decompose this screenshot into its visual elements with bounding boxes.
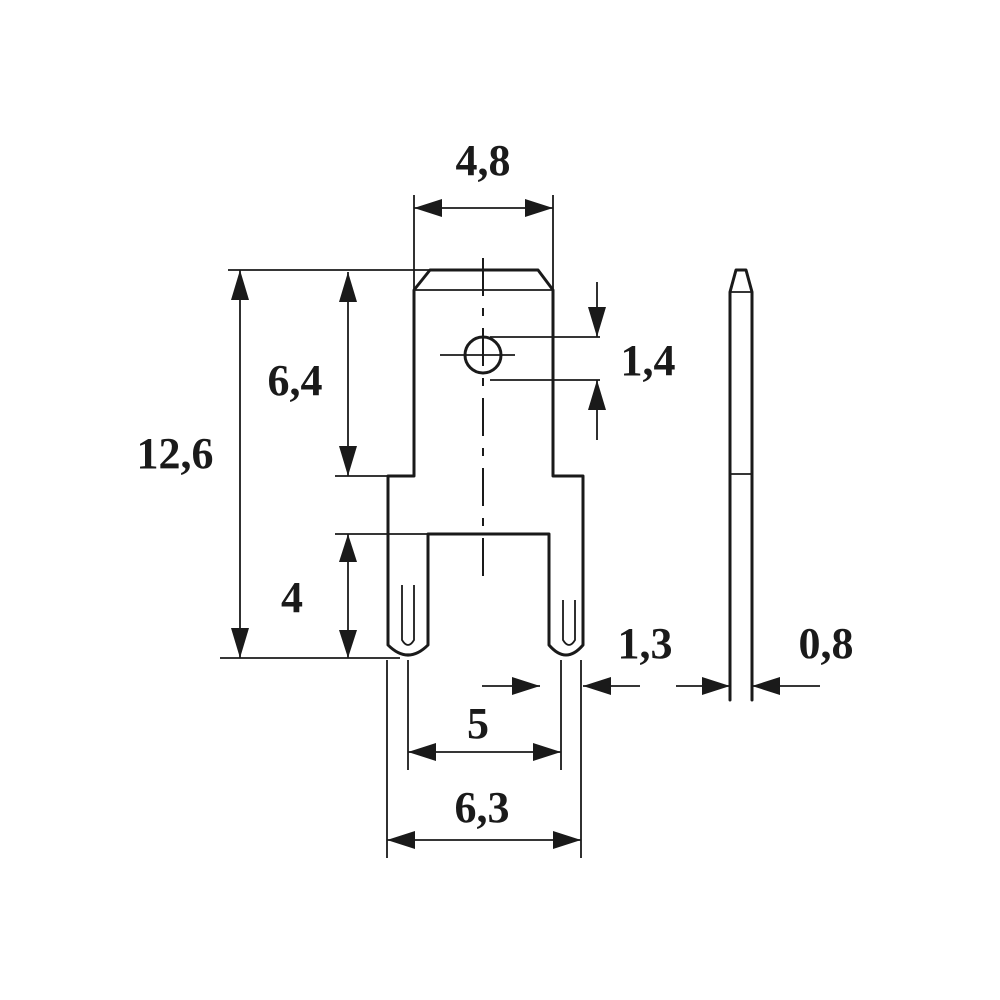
terminal-outline — [386, 268, 585, 657]
dim-slot-depth: 4 — [281, 573, 303, 622]
dim-outer-width: 6,3 — [455, 783, 510, 832]
dim-tab-width: 4,8 — [456, 136, 511, 185]
dim-tab-length: 6,4 — [268, 356, 323, 405]
dimension-lines — [231, 199, 820, 849]
right-fork-groove — [562, 600, 576, 646]
side-profile — [728, 268, 754, 702]
terminal-front-view — [386, 258, 585, 657]
dim-inner-width: 5 — [467, 699, 489, 748]
extension-lines — [220, 195, 600, 858]
dim-slot-width: 1,3 — [618, 619, 673, 668]
dim-overall-length: 12,6 — [137, 429, 214, 478]
dim-thickness: 0,8 — [799, 619, 854, 668]
left-fork-groove — [401, 585, 415, 646]
dim-hole: 1,4 — [621, 336, 676, 385]
terminal-side-view — [728, 268, 754, 702]
